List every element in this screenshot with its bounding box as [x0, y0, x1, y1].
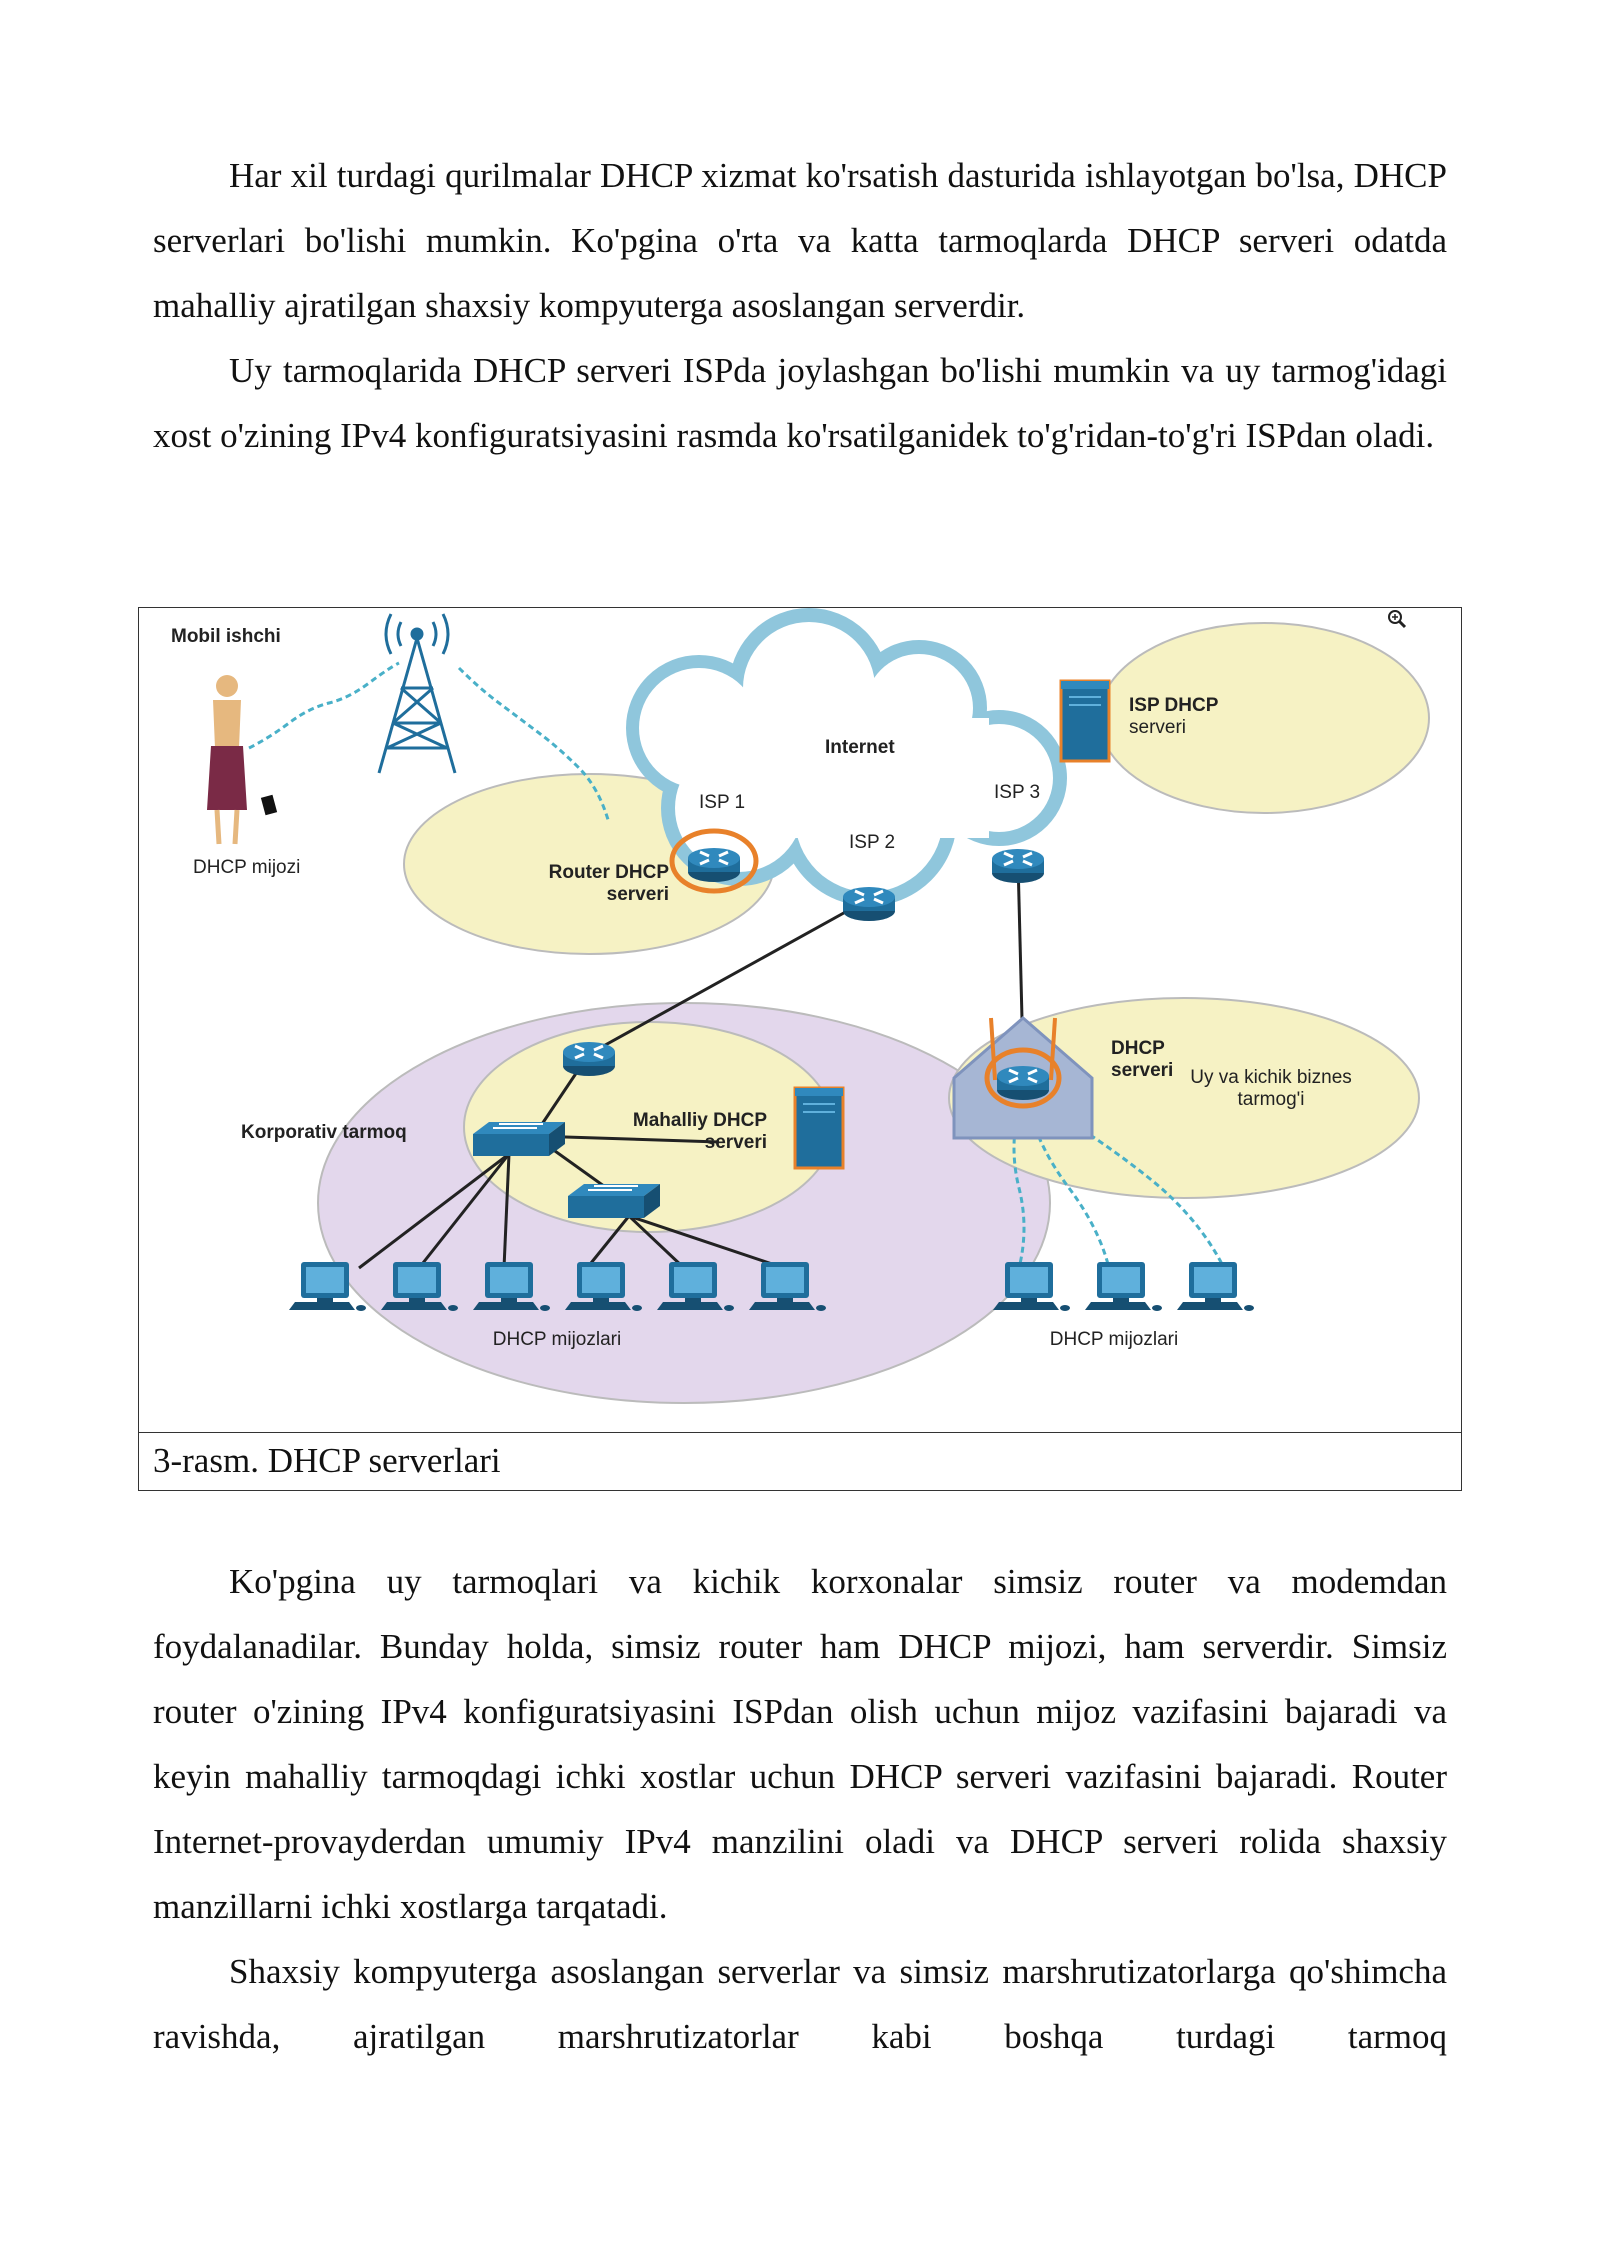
figure-caption: 3-rasm. DHCP serverlari: [139, 1432, 1461, 1490]
label-isp-dhcp-2: serveri: [1129, 717, 1186, 738]
router-icon-corporate: [561, 1040, 617, 1078]
server-icon-isp: [1059, 679, 1111, 763]
label-home-dhcp-1: DHCP: [1111, 1038, 1165, 1059]
house-icon: [952, 1016, 1094, 1140]
switch-icon-1: [472, 1121, 566, 1157]
label-isp2: ISP 2: [849, 832, 895, 853]
person-icon: [207, 675, 278, 845]
paragraph-3: Ko'pgina uy tarmoqlari va kichik korxona…: [153, 1562, 1447, 1926]
cell-tower-icon: [377, 613, 457, 774]
label-mobile-worker: Mobil ishchi: [171, 626, 281, 647]
switch-icon-2: [567, 1183, 661, 1219]
label-router-dhcp-1: Router DHCP: [549, 862, 670, 883]
router-icon-isp2: [841, 885, 897, 923]
label-isp3: ISP 3: [994, 782, 1040, 803]
label-home-network-1: Uy va kichik biznes: [1190, 1067, 1352, 1088]
figure-dhcp-servers: Mobil ishchi DHCP mijozi Internet ISP 1 …: [138, 607, 1462, 1491]
label-local-dhcp-2: serveri: [705, 1132, 767, 1153]
paragraph-2: Uy tarmoqlarida DHCP serveri ISPda joyla…: [153, 351, 1447, 455]
label-dhcp-clients-left: DHCP mijozlari: [493, 1329, 621, 1350]
paragraph-4: Shaxsiy kompyuterga asoslangan serverlar…: [153, 1952, 1447, 2056]
router-icon-isp1: [669, 828, 759, 894]
figure-diagram: Mobil ishchi DHCP mijozi Internet ISP 1 …: [139, 608, 1460, 1432]
router-icon-isp3: [990, 847, 1046, 885]
server-icon-local: [793, 1086, 845, 1170]
label-dhcp-client: DHCP mijozi: [193, 857, 300, 878]
label-local-dhcp-1: Mahalliy DHCP: [633, 1110, 767, 1131]
paragraph-1: Har xil turdagi qurilmalar DHCP xizmat k…: [153, 156, 1447, 325]
label-home-dhcp-2: serveri: [1111, 1060, 1173, 1081]
label-internet: Internet: [825, 737, 895, 758]
label-home-network-2: tarmog'i: [1238, 1089, 1305, 1110]
internet-cloud: [626, 608, 1067, 906]
label-dhcp-clients-right: DHCP mijozlari: [1050, 1329, 1178, 1350]
label-isp1: ISP 1: [699, 792, 745, 813]
label-isp-dhcp-1: ISP DHCP: [1129, 695, 1219, 716]
label-corporate-network: Korporativ tarmoq: [241, 1122, 407, 1143]
pc-icon: [1177, 1262, 1254, 1311]
pc-icon: [1085, 1262, 1162, 1311]
zoom-icon[interactable]: [1388, 610, 1407, 629]
home-zone: [948, 997, 1420, 1199]
label-router-dhcp-2: serveri: [607, 884, 669, 905]
